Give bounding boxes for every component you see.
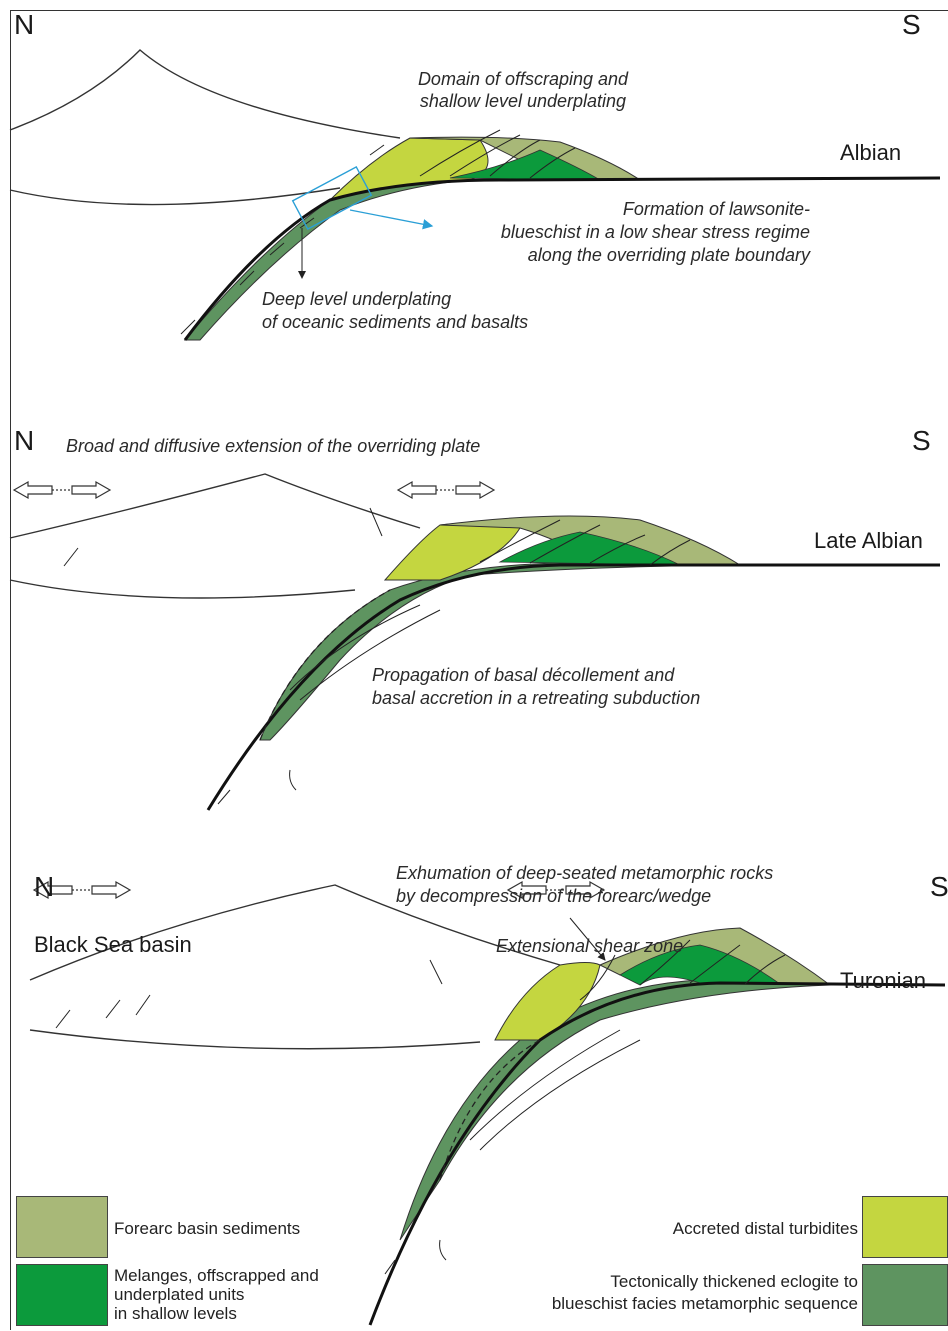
- legend-label-eclogite-line1: Tectonically thickened eclogite to: [440, 1272, 858, 1291]
- note-exhumation-line1: Exhumation of deep-seated metamorphic ro…: [396, 862, 773, 884]
- note-lawsonite-line1: Formation of lawsonite-: [420, 198, 810, 220]
- note-shear-zone: Extensional shear zone: [496, 935, 683, 957]
- stage-label-late-albian: Late Albian: [814, 530, 923, 552]
- legend-label-forearc: Forearc basin sediments: [114, 1219, 300, 1238]
- overriding-plate-base: [30, 1030, 480, 1049]
- note-deep-line1: Deep level underplating: [262, 288, 451, 310]
- note-extension: Broad and diffusive extension of the ove…: [66, 435, 480, 457]
- south-label: S: [902, 14, 921, 36]
- legend-label-eclogite-line2: blueschist facies metamorphic sequence: [440, 1294, 858, 1313]
- note-lawsonite-line2: blueschist in a low shear stress regime: [420, 221, 810, 243]
- panel-late-albian: [10, 474, 940, 810]
- north-label: N: [14, 14, 34, 36]
- note-propagation-line1: Propagation of basal décollement and: [372, 664, 674, 686]
- note-deep-line2: of oceanic sediments and basalts: [262, 311, 528, 333]
- overriding-plate-surface: [10, 50, 400, 138]
- south-label: S: [912, 430, 931, 452]
- overriding-plate-base: [10, 188, 340, 205]
- overriding-plate-base: [10, 580, 355, 598]
- extension-arrow-left: [14, 482, 110, 498]
- legend-swatch-turbidites: [862, 1196, 948, 1258]
- legend-swatch-eclogite: [862, 1264, 948, 1326]
- legend-swatch-melange: [16, 1264, 108, 1326]
- note-exhumation-line2: by decompression of the forearc/wedge: [396, 885, 711, 907]
- note-propagation-line2: basal accretion in a retreating subducti…: [372, 687, 700, 709]
- north-label: N: [14, 430, 34, 452]
- legend-label-melange-line1: Melanges, offscrapped and: [114, 1266, 319, 1285]
- note-offscraping-line1: Domain of offscraping and: [392, 68, 654, 90]
- stage-label-albian: Albian: [840, 142, 901, 164]
- south-label: S: [930, 876, 948, 898]
- note-lawsonite-line3: along the overriding plate boundary: [420, 244, 810, 266]
- legend-label-melange-line2: underplated units: [114, 1285, 244, 1304]
- eclogite-sequence: [400, 980, 830, 1240]
- stage-label-turonian: Turonian: [840, 970, 926, 992]
- legend-label-melange-line3: in shallow levels: [114, 1304, 237, 1323]
- legend-label-turbidites: Accreted distal turbidites: [540, 1219, 858, 1238]
- note-offscraping-line2: shallow level underplating: [392, 90, 654, 112]
- north-label: N: [34, 876, 54, 898]
- label-black-sea-basin: Black Sea basin: [34, 934, 192, 956]
- legend-swatch-forearc: [16, 1196, 108, 1258]
- extension-arrow-right: [398, 482, 494, 498]
- overriding-plate-surface: [10, 474, 420, 538]
